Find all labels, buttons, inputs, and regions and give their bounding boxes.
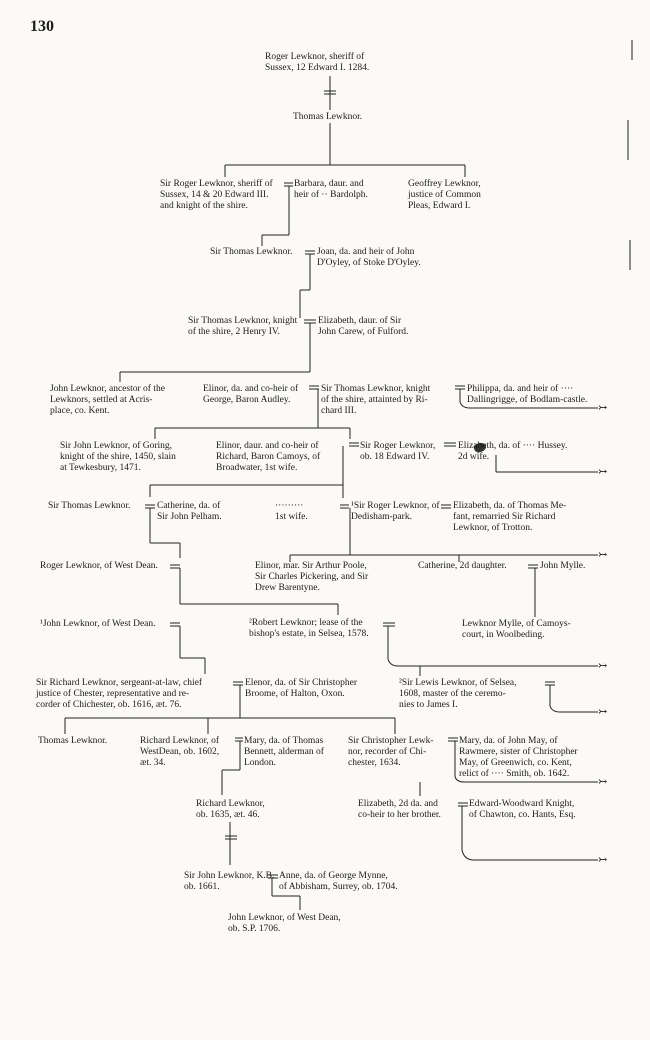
person-entry: Elenor, da. of Sir Christopher Broome, o…	[245, 678, 358, 699]
person-entry: Anne, da. of George Mynne, of Abbisham, …	[279, 871, 398, 892]
person-entry: Sir Roger Lewknor, sheriff of Sussex, 14…	[160, 179, 273, 211]
person-entry: Richard Lewknor, ob. 1635, æt. 46.	[196, 799, 265, 820]
person-entry: Sir Christopher Lewk- nor, recorder of C…	[348, 736, 434, 768]
continuation-arrow-icon: ↣	[598, 660, 608, 672]
person-entry: Elizabeth, da. of ···· Hussey. 2d wife.	[458, 441, 568, 462]
continuation-arrow-icon: ↣	[598, 402, 608, 414]
person-entry: Elinor, da. and co-heir of George, Baron…	[203, 384, 299, 405]
person-entry: Roger Lewknor, sheriff of Sussex, 12 Edw…	[265, 52, 370, 73]
person-entry: Roger Lewknor, of West Dean.	[40, 561, 158, 571]
person-entry: ········· 1st wife.	[275, 501, 308, 522]
person-entry: ²Robert Lewknor; lease of the bishop's e…	[249, 618, 369, 639]
person-entry: Elinor, mar. Sir Arthur Poole, Sir Charl…	[255, 561, 369, 593]
person-entry: Mary, da. of Thomas Bennett, alderman of…	[244, 736, 324, 768]
person-entry: Sir Thomas Lewknor, knight of the shire,…	[321, 384, 431, 416]
person-entry: Sir Thomas Lewknor.	[48, 501, 131, 511]
continuation-arrow-icon: ↣	[598, 466, 608, 478]
person-entry: Elizabeth, daur. of Sir John Carew, of F…	[318, 316, 409, 337]
person-entry: Sir John Lewknor, of Goring, knight of t…	[60, 441, 176, 473]
continuation-arrow-icon: ↣	[598, 854, 608, 866]
person-entry: Elinor, daur. and co-heir of Richard, Ba…	[216, 441, 321, 473]
person-entry: Thomas Lewknor.	[38, 736, 108, 746]
person-entry: Sir Thomas Lewknor, knight of the shire,…	[188, 316, 298, 337]
continuation-arrow-icon: ↣	[598, 706, 608, 718]
person-entry: Geoffrey Lewknor, justice of Common Plea…	[408, 179, 481, 211]
person-entry: Richard Lewknor, of WestDean, ob. 1602, …	[140, 736, 220, 768]
person-entry: Joan, da. and heir of John D'Oyley, of S…	[317, 247, 421, 268]
person-entry: Sir Thomas Lewknor.	[210, 247, 293, 257]
person-entry: Sir Roger Lewknor, ob. 18 Edward IV.	[360, 441, 436, 462]
person-entry: John Mylle.	[540, 561, 586, 571]
continuation-arrow-icon: ↣	[598, 776, 608, 788]
person-entry: ²Sir Lewis Lewknor, of Selsea, 1608, mas…	[399, 678, 517, 710]
person-entry: Philippa, da. and heir of ···· Dallingri…	[467, 384, 588, 405]
person-entry: Thomas Lewknor.	[293, 112, 363, 122]
person-entry: Catherine, 2d daughter.	[418, 561, 507, 571]
person-entry: Sir Richard Lewknor, sergeant-at-law, ch…	[36, 678, 203, 710]
person-entry: Lewknor Mylle, of Camoys- court, in Wool…	[462, 619, 571, 640]
person-entry: ¹John Lewknor, of West Dean.	[40, 619, 156, 629]
person-entry: ¹Sir Roger Lewknor, of Dedisham-park.	[351, 501, 440, 522]
person-entry: Catherine, da. of Sir John Pelham.	[157, 501, 222, 522]
person-entry: Barbara, daur. and heir of ·· Bardolph.	[294, 179, 368, 200]
continuation-arrow-icon: ↣	[598, 549, 608, 561]
person-entry: Edward-Woodward Knight, of Chawton, co. …	[469, 799, 576, 820]
person-entry: Sir John Lewknor, K.B. ob. 1661.	[184, 871, 275, 892]
person-entry: Mary, da. of John May, of Rawmere, siste…	[459, 736, 578, 779]
person-entry: John Lewknor, of West Dean, ob. S.P. 170…	[228, 913, 341, 934]
person-entry: Elizabeth, 2d da. and co-heir to her bro…	[358, 799, 441, 820]
page-number: 130	[30, 18, 54, 35]
person-entry: Elizabeth, da. of Thomas Me- fant, remar…	[453, 501, 567, 533]
person-entry: John Lewknor, ancestor of the Lewknors, …	[50, 384, 165, 416]
